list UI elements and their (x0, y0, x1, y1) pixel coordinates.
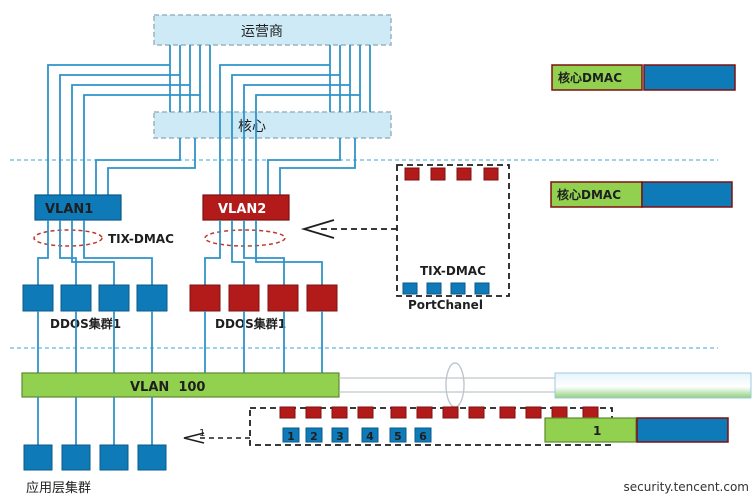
core-box: 核心 (153, 111, 392, 139)
app-cluster-label: 应用层集群 (26, 480, 91, 496)
port-number: 1 (287, 430, 295, 443)
port-red (416, 406, 433, 419)
app-node (61, 444, 91, 471)
dashed-arrow-to-vlan2 (300, 219, 397, 239)
isp-label: 运营商 (241, 24, 283, 40)
ddos-node (267, 284, 299, 312)
app-node (137, 444, 167, 471)
core-dmac-label-1: 核心DMAC (558, 70, 622, 85)
port-channel-ellipse-right (204, 229, 286, 247)
vlan100-switch: VLAN 100 (21, 372, 340, 398)
ddos-left-links (37, 220, 153, 285)
port-red (551, 406, 568, 419)
app-cluster (23, 444, 167, 471)
port-red (525, 406, 542, 419)
port-number: 3 (336, 430, 344, 443)
port-blue (474, 282, 490, 295)
port-red (582, 406, 599, 419)
ddos-cluster-left-label: DDOS集群1 (50, 316, 121, 331)
vlan1-uplinks (47, 64, 200, 195)
ddos-node (189, 284, 221, 312)
ddos-node (60, 284, 92, 312)
core-dmac-label-2: 核心DMAC (557, 187, 621, 202)
tix-dmac-label-right: TIX-DMAC (420, 264, 486, 278)
legend-number: 1 (593, 424, 601, 438)
vlan2-switch: VLAN2 (202, 194, 290, 221)
port-blue-numbered (331, 427, 349, 443)
port-channel-detail: TIX-DMAC PortChanel (396, 164, 510, 312)
tix-dmac-label-left: TIX-DMAC (108, 232, 174, 246)
port-red (390, 406, 407, 419)
vlan100-pipe (339, 362, 752, 408)
port-blue-numbered (282, 427, 300, 443)
core-label: 核心 (238, 119, 266, 135)
ddos-cluster-right (189, 284, 338, 312)
vlan2-uplinks (219, 64, 360, 195)
port-blue (402, 282, 418, 295)
port-red (483, 167, 499, 181)
ddos-node (228, 284, 260, 312)
port-red (430, 167, 446, 181)
ddos-cluster-right-label: DDOS集群1 (215, 316, 286, 331)
legend-row-bottom: 1 (544, 417, 729, 443)
pipe-bar (554, 372, 752, 399)
port-red (499, 406, 516, 419)
port-channel-ellipse-left (33, 229, 103, 247)
port-red (456, 167, 472, 181)
vlan100-label: VLAN 100 (130, 380, 205, 395)
port-number: 6 (419, 430, 427, 443)
port-red (442, 406, 459, 419)
vlan1-label: VLAN1 (45, 202, 93, 217)
vlan1-switch: VLAN1 (34, 194, 122, 221)
port-blue (426, 282, 442, 295)
port-red (305, 406, 322, 419)
pipe-ring (445, 362, 465, 408)
port-blue-numbered (305, 427, 323, 443)
app-cluster-links (37, 397, 153, 445)
ddos-right-links (204, 220, 323, 285)
dashed-arrow-to-app-cluster (183, 432, 250, 444)
port-blue (450, 282, 466, 295)
port-red (404, 167, 420, 181)
ddos-cluster-left (22, 284, 168, 312)
port-red (331, 406, 348, 419)
arrow-number-label: 1 (199, 428, 205, 439)
app-node (23, 444, 53, 471)
port-blue-numbered (389, 427, 407, 443)
ddos-node (98, 284, 130, 312)
legend-core-dmac-2: 核心DMAC (550, 181, 733, 208)
port-channel-label: PortChanel (408, 298, 483, 312)
app-node (99, 444, 129, 471)
port-number: 5 (394, 430, 402, 443)
isp-box: 运营商 (153, 14, 392, 46)
port-red (357, 406, 374, 419)
vlan2-label: VLAN2 (218, 202, 266, 217)
ddos-node (306, 284, 338, 312)
watermark: security.tencent.com (624, 480, 749, 494)
ddos-node (136, 284, 168, 312)
ddos-node (22, 284, 54, 312)
ddos-vlan100-links (37, 311, 323, 373)
port-blue-numbered (361, 427, 379, 443)
separator-lines (10, 159, 718, 349)
port-number: 2 (310, 430, 318, 443)
port-red (468, 406, 485, 419)
port-blue-numbered (414, 427, 432, 443)
legend-core-dmac-1: 核心DMAC (551, 64, 736, 91)
isp-core-links (169, 45, 371, 112)
port-red (279, 406, 296, 419)
port-number: 4 (366, 430, 374, 443)
